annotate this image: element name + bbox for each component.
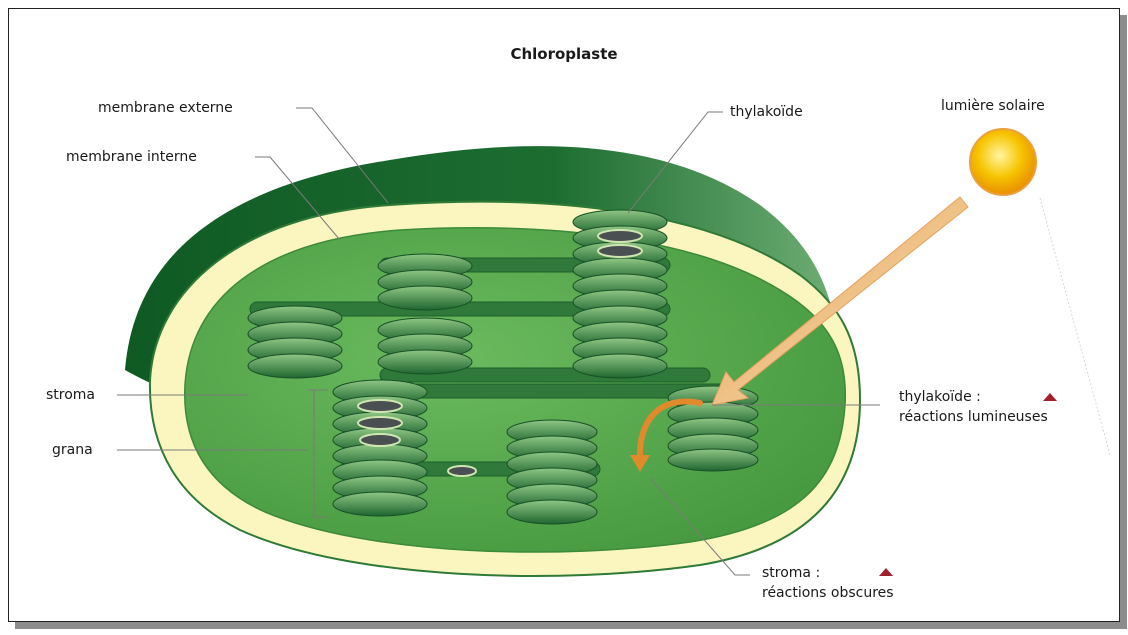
marker-triangle-icon[interactable]	[879, 568, 893, 576]
label-membrane-interne: membrane interne	[66, 148, 197, 166]
sun-icon	[970, 129, 1036, 195]
thylakoid-lumen	[448, 466, 476, 476]
label-stroma: stroma	[46, 386, 95, 404]
label-membrane-externe: membrane externe	[98, 99, 233, 117]
label-thylakoide-reactions-line1: thylakoïde :	[899, 388, 981, 406]
label-thylakoide: thylakoïde	[730, 103, 803, 121]
label-stroma-reactions-line1: stroma :	[762, 564, 820, 582]
label-stroma-reactions-line2: réactions obscures	[762, 584, 894, 602]
label-grana: grana	[52, 441, 93, 459]
marker-triangle-icon[interactable]	[1043, 393, 1057, 401]
label-lumiere-solaire: lumière solaire	[941, 97, 1045, 115]
granum-stack	[507, 420, 597, 524]
thylakoid-lumen	[358, 400, 402, 446]
label-thylakoide-reactions-line2: réactions lumineuses	[899, 408, 1048, 426]
granum-stack	[248, 306, 342, 378]
